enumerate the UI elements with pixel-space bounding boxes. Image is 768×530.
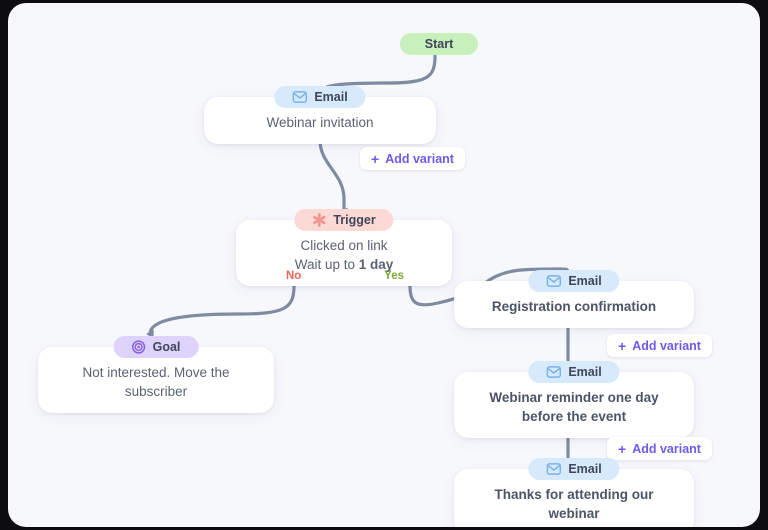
- plus-icon: +: [618, 337, 627, 354]
- node-body-text: Thanks for attending our webinar: [494, 487, 654, 522]
- node-body-text: Registration confirmation: [491, 299, 657, 314]
- node-chip-label: Email: [568, 365, 602, 379]
- node-email-webinar-invitation[interactable]: Email Webinar invitation: [204, 86, 436, 145]
- node-chip-email: Email: [528, 270, 620, 292]
- node-body-text: Webinar reminder one day before the even…: [489, 390, 659, 425]
- plus-icon: +: [371, 150, 380, 167]
- add-variant-label: Add variant: [632, 338, 701, 353]
- add-variant-label: Add variant: [632, 441, 701, 456]
- node-email-registration-confirmation[interactable]: Email Registration confirmation: [454, 270, 694, 329]
- workflow-app-window: Start Email Webinar invitation + Add var…: [8, 3, 760, 527]
- node-chip-label: Email: [314, 90, 348, 104]
- asterisk-icon: [312, 213, 326, 227]
- node-body: Clicked on link Wait up to 1 day: [236, 220, 452, 286]
- node-body-text: Not interested. Move the subscriber: [82, 365, 230, 400]
- trigger-wait-prefix: Wait up to: [294, 257, 359, 273]
- envelope-icon: [546, 463, 562, 475]
- plus-icon: +: [618, 440, 627, 457]
- node-chip-email: Email: [528, 361, 620, 383]
- workflow-canvas[interactable]: Start Email Webinar invitation + Add var…: [8, 3, 760, 527]
- node-chip-label: Email: [568, 462, 602, 476]
- node-chip-label: Trigger: [333, 213, 376, 227]
- node-email-thanks-for-attending[interactable]: Email Thanks for attending our webinar: [454, 458, 694, 527]
- node-chip-label: Goal: [152, 340, 181, 354]
- edge-email1-to-trigger: [318, 138, 348, 217]
- node-trigger-clicked-on-link[interactable]: Trigger Clicked on link Wait up to 1 day…: [236, 209, 452, 287]
- node-chip-email: Email: [528, 458, 620, 480]
- envelope-icon: [546, 275, 562, 287]
- start-node[interactable]: Start: [400, 33, 478, 55]
- node-email-webinar-reminder[interactable]: Email Webinar reminder one day before th…: [454, 361, 694, 439]
- target-icon: [131, 340, 146, 354]
- trigger-wait-duration: 1 day: [358, 257, 394, 273]
- add-variant-button-1[interactable]: + Add variant: [360, 147, 465, 170]
- trigger-condition-text: Clicked on link: [300, 238, 388, 253]
- add-variant-button-3[interactable]: + Add variant: [607, 437, 712, 460]
- add-variant-button-2[interactable]: + Add variant: [607, 334, 712, 357]
- edge-trigger-no-to-goal: [146, 284, 296, 339]
- node-chip-label: Email: [568, 274, 602, 288]
- start-label: Start: [424, 37, 454, 51]
- node-body-text: Webinar invitation: [266, 115, 374, 130]
- branch-label-no: No: [286, 270, 302, 283]
- trigger-wait-text: Wait up to 1 day: [250, 255, 438, 274]
- node-chip-trigger: Trigger: [294, 209, 394, 231]
- add-variant-label: Add variant: [385, 151, 454, 166]
- envelope-icon: [546, 366, 562, 378]
- branch-label-yes: Yes: [384, 270, 404, 283]
- node-goal-not-interested[interactable]: Goal Not interested. Move the subscriber: [38, 336, 274, 414]
- node-chip-email: Email: [274, 86, 366, 108]
- node-chip-goal: Goal: [113, 336, 199, 358]
- envelope-icon: [292, 91, 308, 103]
